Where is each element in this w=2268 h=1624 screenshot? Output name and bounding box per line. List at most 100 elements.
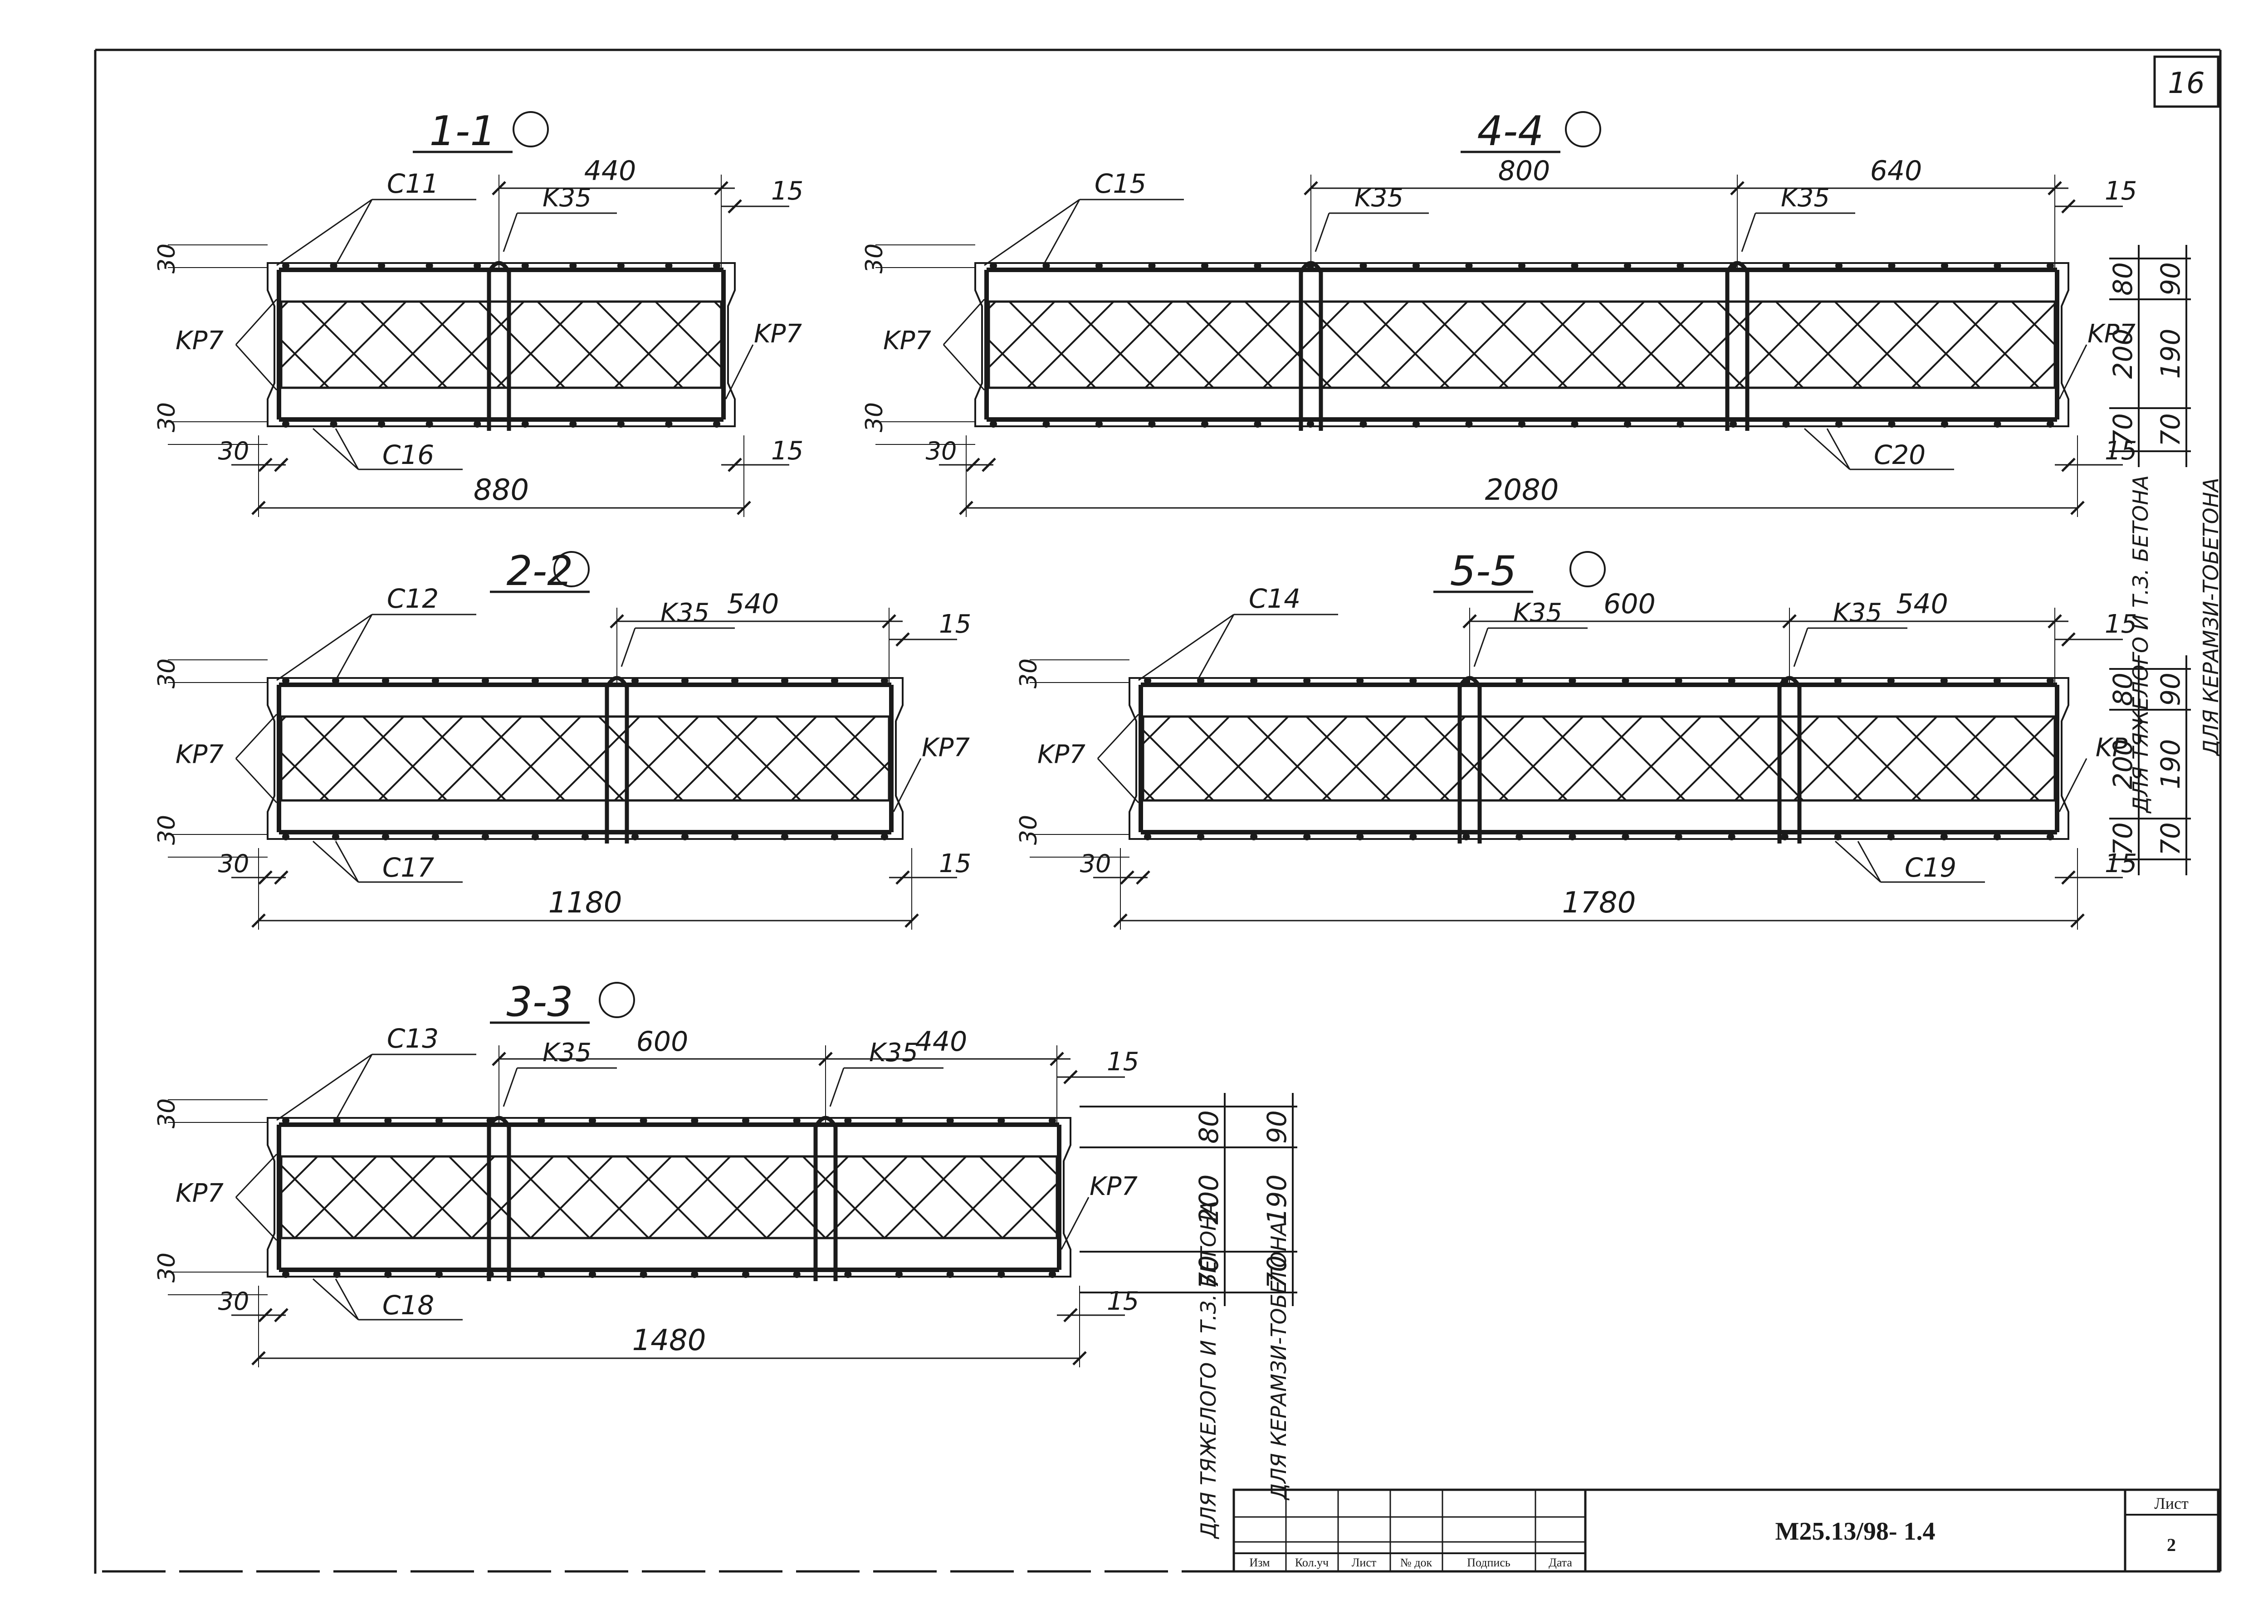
dimension-tick [895,870,910,885]
dimension-tick [258,870,273,885]
panel-outline [267,262,736,427]
note-keramzit-bottom: ДЛЯ КЕРАМЗИ-ТОБЕТОНА [1266,1221,1291,1501]
cover-bottom-dimension: 30 [861,402,888,432]
side-frame-label: KP7 [176,740,224,770]
spacing-dimension: 440 [915,1026,968,1058]
rebar-dot [665,420,673,428]
rebar-dot [731,677,738,684]
rebar-dot [731,833,738,840]
tb-col-koluch: Кол.уч [1295,1556,1329,1569]
layer-dim3-top-heavy: 80 [1193,1110,1224,1144]
rebar-dot [1887,833,1895,840]
dimension-tick [492,181,506,195]
document-code: М25.13/98- 1.4 [1775,1517,1935,1546]
rebar-dot [691,1271,699,1278]
rebar-dot [1148,262,1156,269]
rebar-dot [1728,677,1735,684]
mesh-leader [312,840,359,883]
cover-top-dimension: 30 [861,244,888,273]
mesh-leader [1042,199,1080,266]
rebar-dot [1730,420,1737,428]
side-frame-leader [943,298,985,346]
layer-dim2-mid-heavy: 200 [2107,739,2138,790]
dimension-tick [274,458,288,472]
note-heavy-concrete-bottom: ДЛЯ ТЯЖЕЛОГО И Т.З. БЕТОНА [1196,1201,1221,1540]
dimension-tick [274,870,288,885]
frame-label: K35 [543,1038,591,1068]
rebar-dot [990,262,997,269]
dimension-tick [1063,1070,1078,1084]
mesh-leader [312,428,359,470]
rebar-dot [1042,420,1050,428]
rebar-dot [432,833,439,840]
panel-outline [267,677,904,840]
dimension-tick [1120,870,1134,885]
insulation-layer [280,715,890,802]
rebar-dot [1834,833,1842,840]
rebar-dot [1359,420,1367,428]
layer-dim-top-keramzit: 90 [2155,262,2186,296]
dimension-tick [882,614,896,629]
rebar-dot [435,1271,443,1278]
section-title: 1-1 [430,107,496,155]
layer-dim-mid-keramzit: 190 [2155,329,2186,379]
rebar-dot [582,677,589,684]
rebar-dot [1677,420,1684,428]
side-frame-leader [943,344,985,391]
dimension-tick [2048,614,2062,629]
rebar-dot [569,420,577,428]
rebar-dot [282,420,289,428]
edge-offset-dimension: 30 [218,437,249,465]
dimension-tick [258,1308,273,1322]
rebar-dot [1049,1117,1056,1124]
dimension-tick [251,913,266,928]
bottom-mesh-label: C18 [382,1290,434,1321]
side-frame-leader [893,758,922,812]
dimension-tick [982,458,996,472]
rebar-dot [1307,420,1314,428]
frame-label: K35 [869,1038,918,1068]
overall-width-dimension: 1780 [1562,886,1636,920]
dimension-tick [895,632,910,647]
rebar-dot [1622,833,1629,840]
sheet-label: Лист [2154,1494,2189,1512]
rebar-dot [1569,677,1576,684]
rebar-dot [831,677,838,684]
rebar-dot [1993,833,2001,840]
dimension-tick [2061,458,2076,472]
layer-dim2-mid-keramzit: 190 [2155,739,2186,790]
section-marker-circle [553,551,590,587]
spacing-dimension: 640 [1870,155,1922,187]
section-title: 3-3 [507,978,573,1026]
section-title: 4-4 [1477,107,1544,155]
dimension-tick [2061,870,2076,885]
sheet-value: 2 [2167,1535,2176,1555]
rebar-dot [1888,262,1896,269]
rebar-dot [1201,262,1208,269]
dimension-tick [258,458,273,472]
side-frame-leader [1097,713,1139,759]
rebar-dot [332,677,339,684]
dimension-tick [251,501,266,515]
top-mesh-label: C15 [1095,168,1146,199]
end-cover-dimension: 15 [2105,176,2137,206]
rebar-dot [1359,262,1367,269]
rebar-dot [1675,677,1682,684]
side-frame-label-right: KP7 [922,733,970,763]
cover-top-dimension: 30 [153,658,181,688]
drawing-frame [94,49,2222,1574]
rebar-dot [742,1271,749,1278]
rebar-dot [282,262,289,269]
rebar-dot [946,1117,954,1124]
rebar-dot [382,833,389,840]
panel-outline [974,262,2069,427]
side-frame-leader [2058,758,2087,812]
rebar-dot [1518,420,1525,428]
rebar-dot [1095,262,1103,269]
end-cover-dimension: 15 [771,436,803,466]
rebar-dot [1675,833,1682,840]
layer-dim3-mid-keramzit: 190 [1261,1175,1292,1225]
rebar-dot [742,1117,749,1124]
